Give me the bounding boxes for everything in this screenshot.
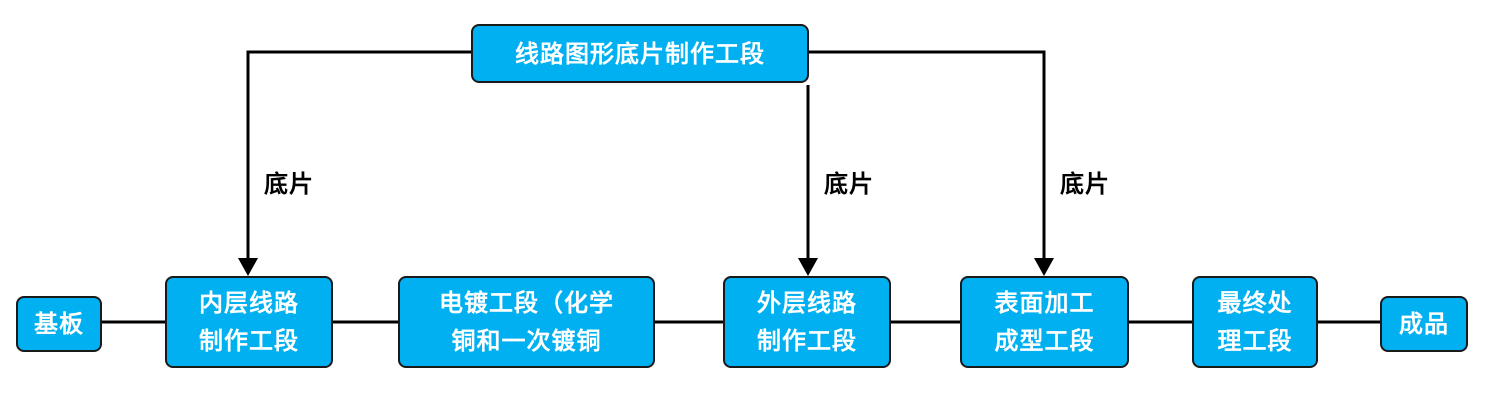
surface-box: 表面加工 成型工段 [960, 276, 1129, 368]
plating-line2: 铜和一次镀铜 [451, 327, 602, 355]
film-production-label: 线路图形底片制作工段 [515, 39, 765, 68]
outer-layer-line1: 外层线路 [757, 289, 857, 317]
film-arrow-inner [246, 50, 472, 262]
film-label-surface: 底片 [1060, 170, 1110, 198]
inner-layer-line2: 制作工段 [199, 327, 299, 355]
inner-layer-line1: 内层线路 [199, 289, 299, 317]
outer-layer-line2: 制作工段 [757, 327, 857, 355]
surface-line1: 表面加工 [994, 289, 1095, 317]
final-line2: 理工段 [1217, 327, 1293, 355]
film-arrowhead-outer [798, 258, 818, 276]
final-line1: 最终处 [1217, 289, 1293, 317]
outer-layer-box: 外层线路 制作工段 [723, 276, 891, 368]
final-box: 最终处 理工段 [1192, 276, 1318, 368]
film-arrowhead-surface [1034, 258, 1054, 276]
plating-box: 电镀工段（化学 铜和一次镀铜 [398, 276, 655, 368]
substrate-label: 基板 [34, 310, 84, 338]
inner-layer-box: 内层线路 制作工段 [165, 276, 333, 368]
product-label: 成品 [1399, 310, 1449, 338]
plating-line1: 电镀工段（化学 [439, 289, 614, 317]
film-label-inner: 底片 [264, 170, 314, 198]
film-arrowhead-inner [238, 258, 258, 276]
film-label-outer: 底片 [824, 170, 874, 198]
substrate-box: 基板 [16, 296, 102, 352]
film-arrow-surface [808, 50, 1046, 262]
surface-line2: 成型工段 [994, 327, 1095, 355]
film-production-box: 线路图形底片制作工段 [471, 24, 809, 83]
product-box: 成品 [1380, 296, 1468, 352]
